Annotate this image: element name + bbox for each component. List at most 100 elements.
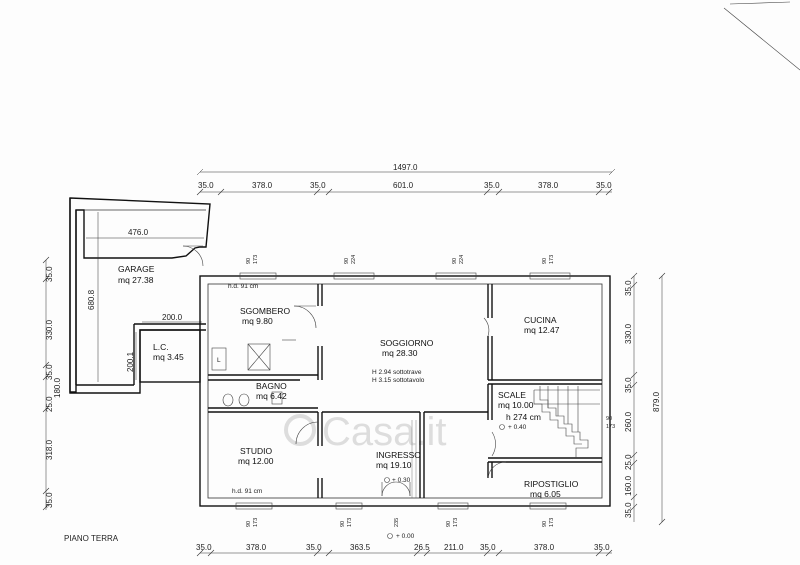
room-labels: h.d. 91 cm SGOMBERO mq 9.80 SOGGIORNO mq… [228,283,579,540]
scale-area: mq 10.00 [498,400,534,410]
doors [293,305,507,497]
partition-hatch [411,420,417,498]
dim-right-5: 25.0 [624,454,633,470]
ripostiglio-name: RIPOSTIGLIO [524,479,579,489]
ingresso-name: INGRESSO [376,450,421,460]
dim-top-seg-4: 601.0 [393,181,414,190]
watermark: Casa.it [284,410,447,454]
win-top-2-h: 224 [351,255,357,264]
scale-name: SCALE [498,390,526,400]
dim-right-total: 879.0 [652,391,661,412]
interior-walls [208,284,602,498]
dim-right-7: 35.0 [624,502,633,518]
dim-right-6: 160.0 [624,475,633,496]
floor-label: PIANO TERRA [64,534,119,543]
dim-bottom-6: 211.0 [444,543,464,552]
watermark-text: Casa.it [322,410,447,454]
right-dimensions: 35.0 330.0 35.0 260.0 25.0 160.0 35.0 87… [606,272,666,526]
scale-note-90: 90 [606,416,612,422]
dim-left-5: 318.0 [45,439,54,460]
dim-top-seg-2: 378.0 [252,181,273,190]
left-dimensions: 35.0 330.0 35.0 180.0 25.0 318.0 35.0 [42,256,62,511]
entrance-level: + 0.00 [396,533,415,540]
dim-left-6: 35.0 [45,492,54,508]
win-top-4: 90 [542,258,548,264]
ripostiglio-area: mq 6.05 [530,489,561,499]
scale-height: h 274 cm [506,412,541,422]
lc-name: L.C. [153,342,169,352]
lc-area: mq 3.45 [153,352,184,362]
dim-bottom-3: 35.0 [306,543,322,552]
windows-top: 90 173 90 224 90 224 90 173 [239,255,571,280]
dim-top-seg-1: 35.0 [198,181,214,190]
house-outline [199,275,611,507]
soggiorno-h1: H 2.94 sottotrave [372,369,422,376]
studio-area: mq 12.00 [238,456,274,466]
dim-left-3: 35.0 [45,364,54,380]
cucina-area: mq 12.47 [524,325,560,335]
hd-top: h.d. 91 cm [228,283,258,290]
scale-level: + 0.40 [508,424,527,431]
bottom-dimensions: 35.0 378.0 35.0 363.5 26.5 211.0 35.0 37… [196,543,613,557]
dim-right-1: 35.0 [624,280,633,296]
ingresso-area: mq 19.10 [376,460,412,470]
win-bottom-3-h: 173 [453,518,459,527]
dim-left-2: 330.0 [45,319,54,340]
bagno-area: mq 6.42 [256,391,287,401]
dim-bottom-1: 35.0 [196,543,212,552]
dim-right-3: 35.0 [624,377,633,393]
dim-bottom-2: 378.0 [246,543,267,552]
sgombero-name: SGOMBERO [240,306,290,316]
sgombero-area: mq 9.80 [242,316,273,326]
soggiorno-h2: H 3.15 sottotavolo [372,377,425,384]
dim-bottom-8: 378.0 [534,543,555,552]
win-top-1-h: 173 [253,255,259,264]
scale-note-173: 173 [606,424,615,430]
dim-lc-width: 200.0 [162,313,183,322]
bagno-name: BAGNO [256,381,287,391]
dim-top-seg-7: 35.0 [596,181,612,190]
top-dimensions: 1497.0 35.0 378.0 35.0 601.0 35.0 378.0 … [196,163,616,196]
lc-mark: L [217,357,221,364]
dim-right-4: 260.0 [624,411,633,432]
garage-area: mq 27.38 [118,275,154,285]
win-bottom-1-h: 173 [253,518,259,527]
win-bottom-2: 90 [340,521,346,527]
soggiorno-area: mq 28.30 [382,348,418,358]
win-top-3-h: 224 [459,255,465,264]
win-bottom-4-h: 173 [549,518,555,527]
dim-bottom-4: 363.5 [350,543,371,552]
door-bottom: 235 [394,518,400,527]
win-bottom-1: 90 [246,521,252,527]
dim-left-4: 25.0 [45,396,54,412]
staircase [533,386,600,458]
win-bottom-4: 90 [542,521,548,527]
dim-top-seg-3: 35.0 [310,181,326,190]
page-fold [723,1,800,71]
dim-top-seg-6: 378.0 [538,181,559,190]
ingresso-level: + 0.30 [392,477,411,484]
dim-bottom-9: 35.0 [594,543,610,552]
dim-garage-depth: 680.8 [87,289,96,310]
bathroom-fixtures: L [211,339,296,407]
windows-bottom: 90 173 90 173 235 90 173 90 173 [235,502,567,527]
dim-top-seg-5: 35.0 [484,181,500,190]
dim-left-small: 180.0 [53,377,62,398]
dim-right-2: 330.0 [624,323,633,344]
cucina-name: CUCINA [524,315,557,325]
dim-top-total: 1497.0 [393,163,418,172]
win-top-2: 90 [344,258,350,264]
dim-bottom-7: 35.0 [480,543,496,552]
win-top-1: 90 [246,258,252,264]
studio-name: STUDIO [240,446,273,456]
soggiorno-name: SOGGIORNO [380,338,434,348]
garage-name: GARAGE [118,264,155,274]
win-bottom-2-h: 173 [347,518,353,527]
dim-left-1: 35.0 [45,266,54,282]
hd-bottom: h.d. 91 cm [232,488,262,495]
win-top-4-h: 173 [549,255,555,264]
dim-garage-width: 476.0 [128,228,149,237]
win-bottom-3: 90 [446,521,452,527]
dim-lc-depth: 200.1 [126,351,135,372]
